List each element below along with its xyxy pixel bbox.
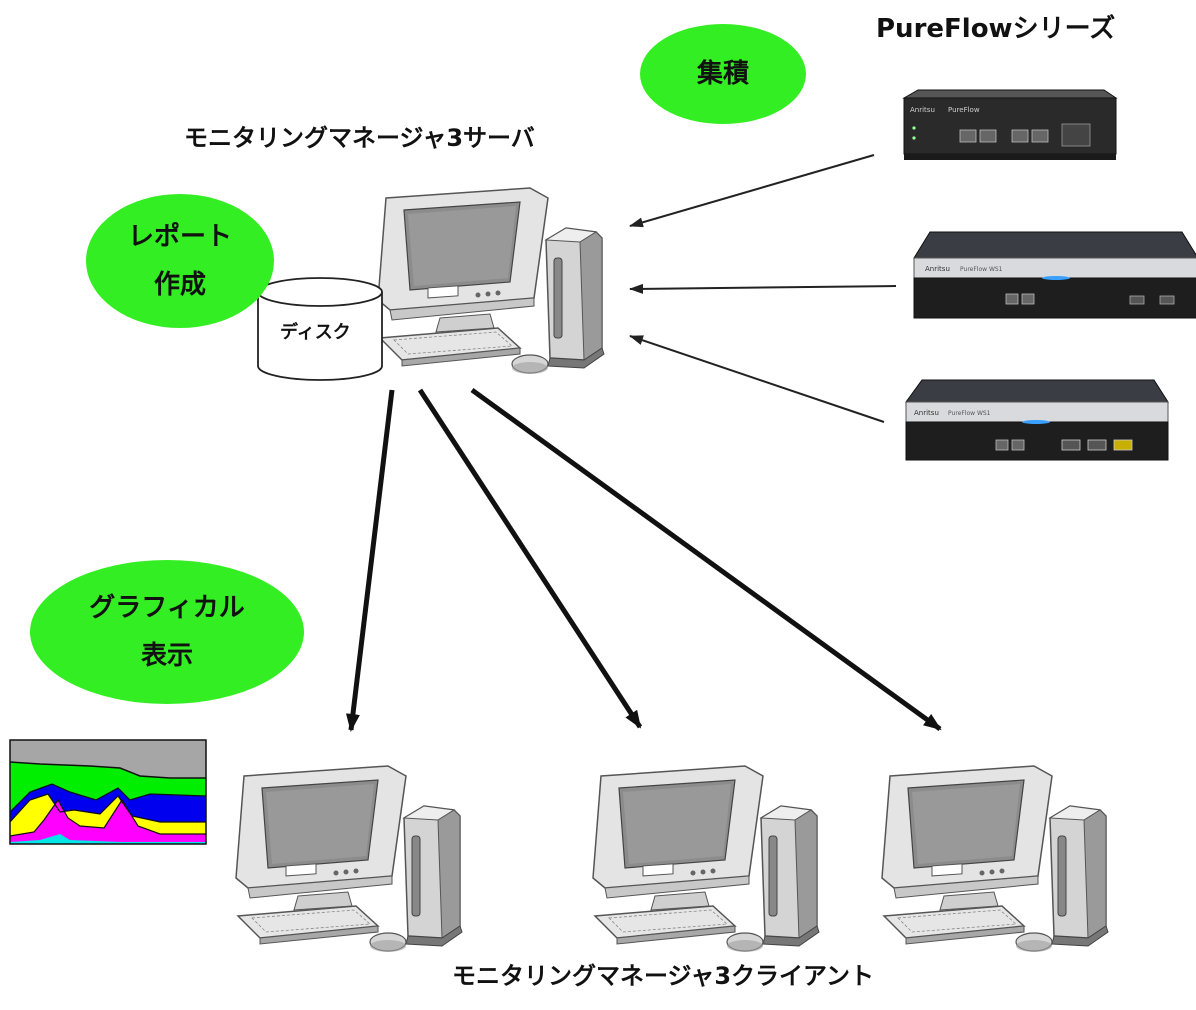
server-to-client-arrow bbox=[417, 388, 643, 729]
device-to-server-arrow bbox=[629, 154, 875, 228]
device-series-title: PureFlowシリーズ bbox=[876, 14, 1116, 44]
device-to-server-arrow bbox=[629, 283, 897, 294]
disk-cylinder bbox=[257, 277, 383, 381]
device-brand: Anritsu bbox=[910, 106, 935, 114]
report-bubble-line1: レポート bbox=[127, 222, 232, 252]
disk-label: ディスク bbox=[280, 322, 351, 343]
graphical-bubble-line1: グラフィカル bbox=[89, 593, 245, 623]
device-to-server-arrow bbox=[629, 335, 885, 423]
client-pc bbox=[235, 765, 463, 953]
pureflow-device: Anritsu PureFlow bbox=[902, 89, 1118, 160]
client-pc bbox=[881, 765, 1109, 953]
server-to-client-arrow bbox=[470, 387, 942, 732]
device-model: PureFlow WS1 bbox=[960, 266, 1003, 273]
server-pc bbox=[377, 187, 605, 375]
aggregate-bubble-text: 集積 bbox=[696, 59, 749, 89]
graphical-bubble: グラフィカル 表示 bbox=[30, 560, 304, 704]
pureflow-device: Anritsu PureFlow WS1 bbox=[905, 379, 1169, 461]
device-brand: Anritsu bbox=[914, 409, 939, 417]
graphical-bubble-line2: 表示 bbox=[140, 641, 193, 671]
client-pc bbox=[592, 765, 820, 953]
server-title: モニタリングマネージャ3サーバ bbox=[184, 124, 535, 152]
device-model: PureFlow bbox=[948, 106, 980, 114]
aggregate-bubble: 集積 bbox=[640, 24, 806, 124]
device-model: PureFlow WS1 bbox=[948, 410, 991, 417]
server-to-client-arrow bbox=[345, 389, 395, 732]
device-brand: Anritsu bbox=[925, 265, 950, 273]
client-title: モニタリングマネージャ3クライアント bbox=[452, 962, 875, 990]
pureflow-device: Anritsu PureFlow WS1 bbox=[913, 231, 1196, 319]
report-bubble: レポート 作成 bbox=[86, 194, 274, 328]
graph-thumbnail bbox=[9, 739, 207, 845]
report-bubble-line2: 作成 bbox=[153, 270, 206, 300]
